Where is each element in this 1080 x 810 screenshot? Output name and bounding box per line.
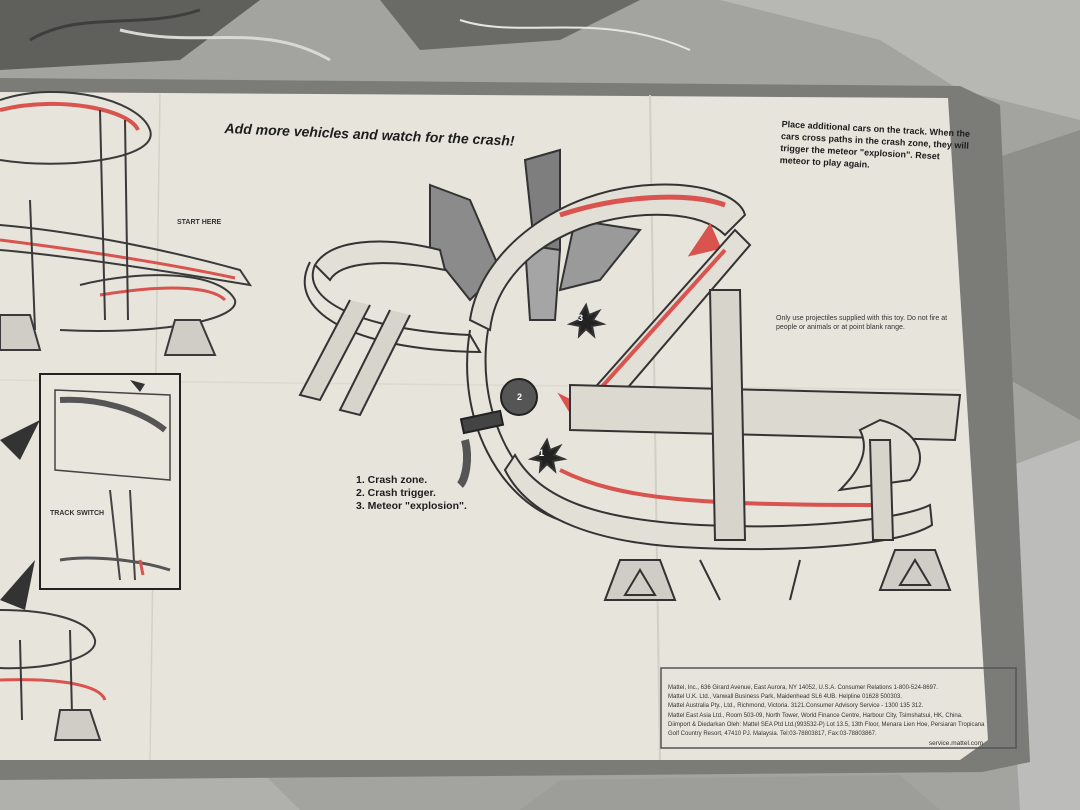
track-switch-label: TRACK SWITCH [50, 510, 105, 517]
warning-text: Only use projectiles supplied with this … [776, 315, 948, 331]
legend: 1. Crash zone. 2. Crash trigger. 3. Mete… [356, 474, 467, 513]
footer-line: Mattel U.K. Ltd., Vanwall Business Park,… [668, 694, 903, 701]
footer-line: Mattel Australia Pty., Ltd., Richmond, V… [668, 703, 924, 710]
service-url: service.mattel.com [928, 740, 983, 747]
marker-3: 3 [577, 313, 583, 323]
marker-2: 2 [516, 392, 522, 402]
bottom-left-track [0, 609, 107, 741]
legend-item-meteor-explosion: 3. Meteor "explosion". [356, 500, 467, 512]
footer-line: Mattel East Asia Ltd., Room 503-09, Nort… [668, 712, 963, 719]
instruction-text: Place additional cars on the track. When… [779, 118, 971, 170]
footer-box [660, 667, 1017, 749]
start-here-label: START HERE [177, 219, 222, 226]
crash-track-illustration [298, 148, 962, 601]
legend-item-crash-trigger: 2. Crash trigger. [356, 487, 436, 499]
footer-contact-info: Mattel, Inc., 636 Girard Avenue, East Au… [668, 684, 1013, 747]
left-track-illustration [0, 90, 253, 356]
footer-line: Mattel, Inc., 636 Girard Avenue, East Au… [668, 685, 938, 691]
footer-line: Diimport & Diedarkan Oleh: Mattel SEA Pt… [668, 721, 985, 728]
track-switch-inset [0, 373, 181, 610]
footer-line: Golf Country Resort, 47410 PJ. Malaysia.… [668, 731, 877, 738]
marker-1: 1 [538, 448, 544, 458]
legend-item-crash-zone: 1. Crash zone. [356, 474, 428, 486]
